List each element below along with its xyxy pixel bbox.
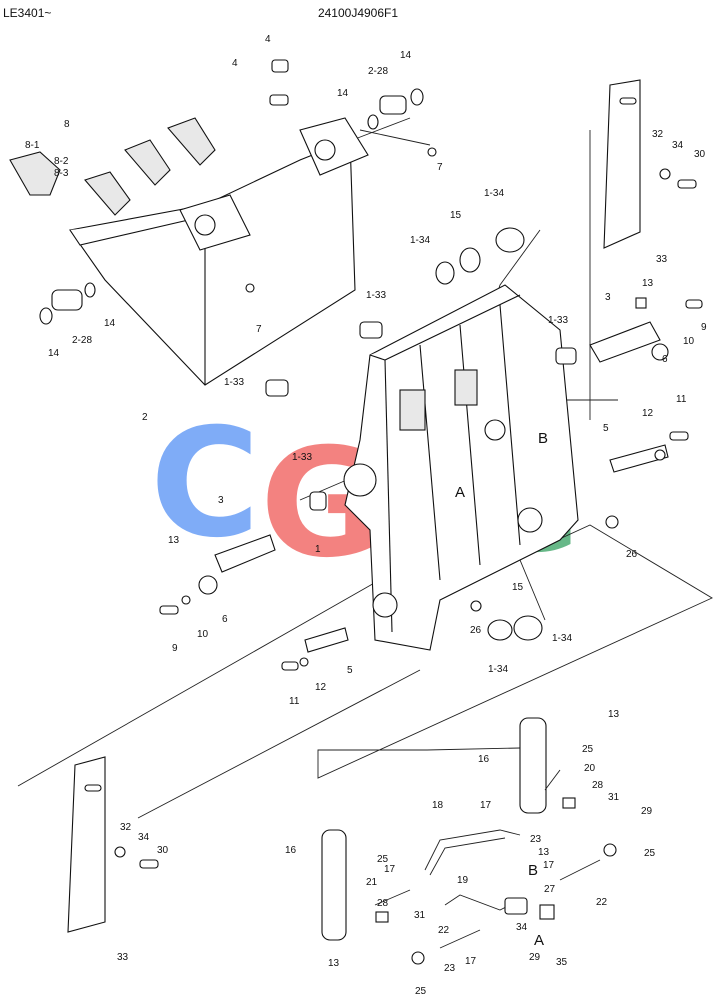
- callout-label: 29: [641, 806, 653, 817]
- callout-label: 8-1: [25, 140, 40, 151]
- callout-label: 27: [544, 884, 556, 895]
- callout-label: 35: [556, 957, 568, 968]
- callout-label: 13: [168, 535, 180, 546]
- callout-label: 11: [289, 696, 300, 707]
- callout-label: 14: [104, 318, 116, 329]
- callout-label: 13: [608, 709, 620, 720]
- callout-label: 4: [265, 34, 271, 45]
- callout-label: A: [534, 932, 544, 949]
- callout-label: 4: [232, 58, 238, 69]
- watermark-letter: C: [150, 397, 260, 571]
- callout-label: 34: [672, 140, 684, 151]
- callout-label: 6: [662, 354, 668, 365]
- callout-label: 11: [676, 394, 687, 405]
- callout-label: 22: [596, 897, 608, 908]
- callout-label: 10: [683, 336, 695, 347]
- callout-label: 34: [516, 922, 528, 933]
- callout-label: 30: [694, 149, 706, 160]
- callout-label: 18: [432, 800, 444, 811]
- cylinders-and-hoses: [321, 717, 617, 965]
- callout-label: 8-2: [54, 156, 69, 167]
- callout-label: 14: [48, 348, 60, 359]
- callout-label: 6: [222, 614, 228, 625]
- callout-label: 1-34: [488, 664, 508, 675]
- side-plates: [67, 79, 697, 933]
- upper-pins: [39, 59, 437, 325]
- callout-label: 34: [138, 832, 150, 843]
- callout-label: 32: [120, 822, 132, 833]
- callout-label: 1-33: [548, 315, 568, 326]
- callout-label: 17: [384, 864, 396, 875]
- pivot-pins: [159, 297, 703, 671]
- callout-label: 1-33: [292, 452, 312, 463]
- callout-label: 7: [256, 324, 262, 335]
- callout-label: 16: [285, 845, 297, 856]
- callout-label: 13: [538, 847, 550, 858]
- callout-label: 22: [438, 925, 450, 936]
- callout-label: 17: [465, 956, 477, 967]
- callout-label: 1-34: [410, 235, 430, 246]
- callout-label: 23: [530, 834, 542, 845]
- callout-label: 25: [644, 848, 656, 859]
- callout-label: 13: [328, 958, 340, 969]
- callout-label: 30: [157, 845, 169, 856]
- callout-label: 13: [642, 278, 654, 289]
- header-left-code: LE3401~: [3, 6, 52, 20]
- callout-label: 1-34: [552, 633, 572, 644]
- callout-label: 28: [592, 780, 604, 791]
- callout-label: 1: [315, 544, 321, 555]
- callout-label: 15: [450, 210, 462, 221]
- callout-label: 8: [64, 119, 70, 130]
- callout-label: 31: [608, 792, 620, 803]
- callout-label: 26: [470, 625, 482, 636]
- callout-label: 5: [347, 665, 353, 676]
- callout-label: 12: [315, 682, 327, 693]
- callout-label: B: [528, 862, 538, 879]
- callout-label: 23: [444, 963, 456, 974]
- callout-label: 3: [218, 495, 224, 506]
- callout-label: 20: [584, 763, 596, 774]
- callout-label: 25: [582, 744, 594, 755]
- callout-label: 9: [701, 322, 707, 333]
- callout-label: 25: [377, 854, 389, 865]
- callout-label: 2-28: [368, 66, 388, 77]
- bucket-part: [9, 117, 369, 386]
- arm-body: [265, 227, 579, 651]
- callout-label: 33: [656, 254, 668, 265]
- callout-label: B: [538, 430, 548, 447]
- callout-label: 33: [117, 952, 129, 963]
- callout-label: 8-3: [54, 168, 69, 179]
- callout-label: 26: [626, 549, 638, 560]
- callout-label: 16: [478, 754, 490, 765]
- callout-label: 2-28: [72, 335, 92, 346]
- callout-label: 25: [415, 986, 427, 997]
- header-drawing-number: 24100J4906F1: [317, 6, 399, 20]
- callout-label: 10: [197, 629, 209, 640]
- callout-labels: 44142-281488-18-28-37323430331-34151-341…: [25, 34, 707, 997]
- callout-label: 21: [366, 877, 378, 888]
- callout-label: 17: [543, 860, 555, 871]
- callout-label: 1-34: [484, 188, 504, 199]
- callout-label: 31: [414, 910, 426, 921]
- callout-label: 7: [437, 162, 443, 173]
- callout-label: 28: [377, 898, 389, 909]
- callout-label: A: [455, 484, 465, 501]
- callout-label: 15: [512, 582, 524, 593]
- callout-label: 12: [642, 408, 654, 419]
- callout-label: 29: [529, 952, 541, 963]
- callout-label: 5: [603, 423, 609, 434]
- callout-label: 14: [337, 88, 349, 99]
- callout-label: 19: [457, 875, 469, 886]
- callout-label: 1-33: [224, 377, 244, 388]
- callout-label: 17: [480, 800, 492, 811]
- callout-label: 9: [172, 643, 178, 654]
- callout-label: 32: [652, 129, 664, 140]
- callout-label: 14: [400, 50, 412, 61]
- callout-label: 1-33: [366, 290, 386, 301]
- callout-label: 2: [142, 412, 148, 423]
- callout-label: 3: [605, 292, 611, 303]
